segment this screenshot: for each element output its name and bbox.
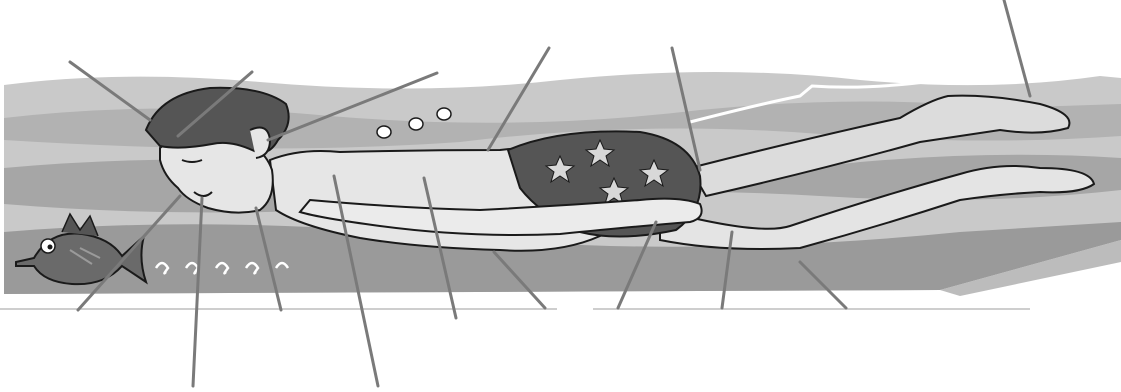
leader-line-6: [1004, 0, 1030, 96]
